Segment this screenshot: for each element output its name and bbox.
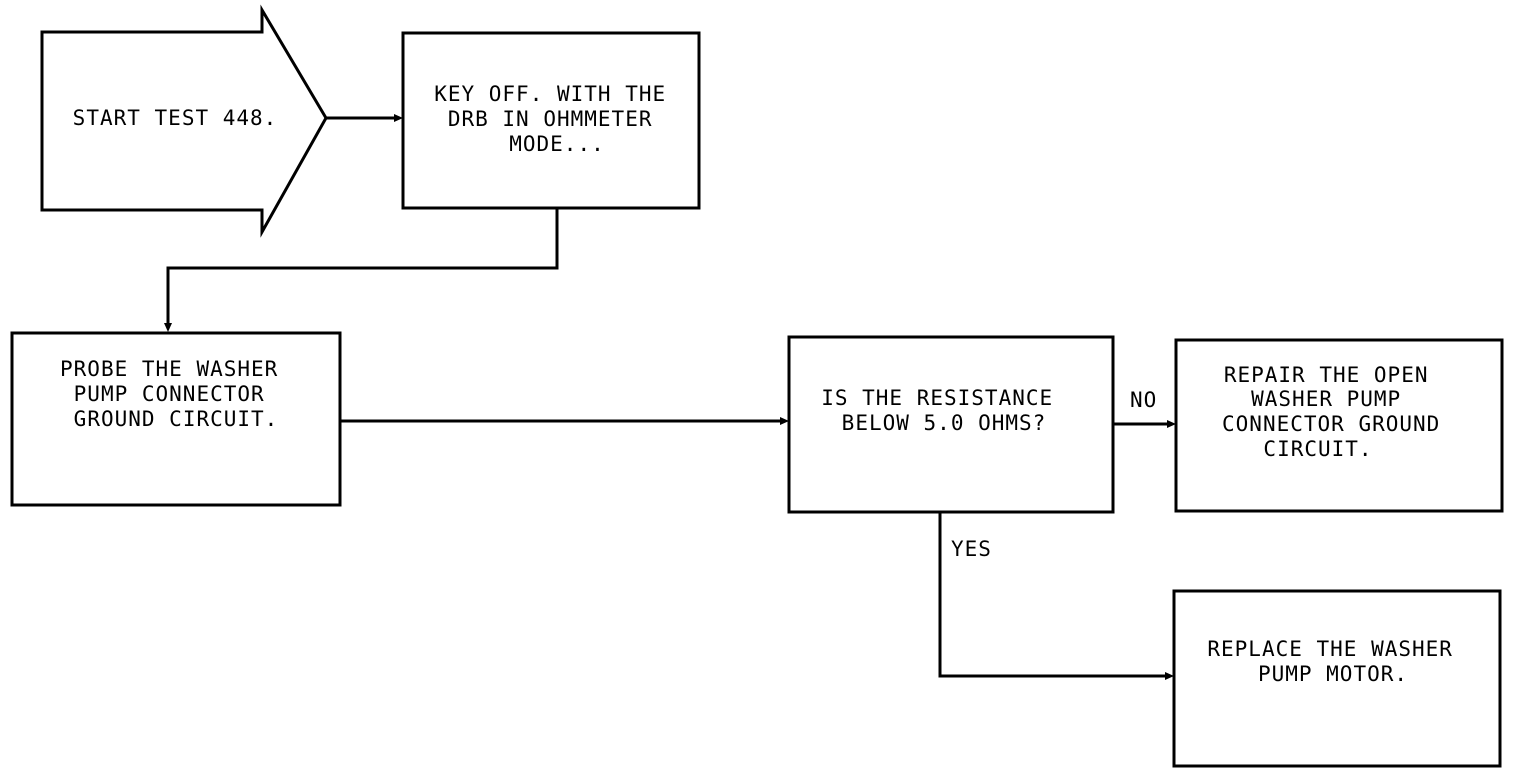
repair-line-1: REPAIR THE OPEN: [1224, 363, 1429, 387]
question-line-2: BELOW 5.0 OHMS?: [842, 411, 1047, 435]
question-line-1: IS THE RESISTANCE: [821, 386, 1053, 410]
connector-keyoff-to-probe: [166, 208, 559, 324]
question-step-text: IS THE RESISTANCE BELOW 5.0 OHMS?: [821, 386, 1067, 435]
replace-step-box: [1172, 589, 1502, 768]
repair-step-box: [1174, 338, 1504, 513]
start-arrow-shape: [40, 4, 328, 238]
probe-step-text: PROBE THE WASHER PUMP CONNECTOR GROUND C…: [60, 357, 292, 431]
key-off-line-1: KEY OFF. WITH THE: [434, 82, 666, 106]
probe-line-1: PROBE THE WASHER: [60, 357, 278, 381]
key-off-step-text: KEY OFF. WITH THE DRB IN OHMMETER MODE..…: [434, 82, 680, 156]
probe-step-box: [10, 331, 342, 507]
key-off-step-box: [401, 31, 701, 210]
yes-branch-label: YES: [951, 537, 992, 561]
start-step-text: STARΤ TEST 448.: [73, 106, 278, 130]
key-off-line-2: DRB IN OHMMETER: [448, 107, 653, 131]
arrowhead-probe: [164, 323, 172, 332]
replace-line-2: PUMP MOTOR.: [1258, 662, 1408, 686]
arrowhead-replace: [1165, 672, 1174, 680]
start-step-line: STARΤ TEST 448.: [73, 106, 278, 130]
question-step-box: [787, 335, 1115, 514]
key-off-line-3: MODE...: [509, 132, 605, 156]
repair-line-3: CONNECTOR GROUND: [1222, 412, 1440, 436]
arrowhead-keyoff: [394, 114, 403, 122]
repair-step-text: REPAIR THE OPEN WASHER PUMP CONNECTOR GR…: [1222, 363, 1454, 461]
connector-yes-branch: [938, 512, 1166, 678]
repair-line-2: WASHER PUMP: [1251, 387, 1401, 411]
replace-line-1: REPLACE THE WASHER: [1207, 637, 1453, 661]
no-branch-label: NO: [1130, 388, 1157, 412]
repair-line-4: CIRCUIT.: [1263, 437, 1372, 461]
probe-line-3: GROUND CIRCUIT.: [74, 407, 279, 431]
probe-line-2: PUMP CONNECTOR: [74, 382, 265, 406]
replace-step-text: REPLACE THE WASHER PUMP MOTOR.: [1207, 637, 1466, 686]
arrowhead-repair: [1167, 420, 1176, 428]
arrowhead-question: [780, 417, 789, 425]
